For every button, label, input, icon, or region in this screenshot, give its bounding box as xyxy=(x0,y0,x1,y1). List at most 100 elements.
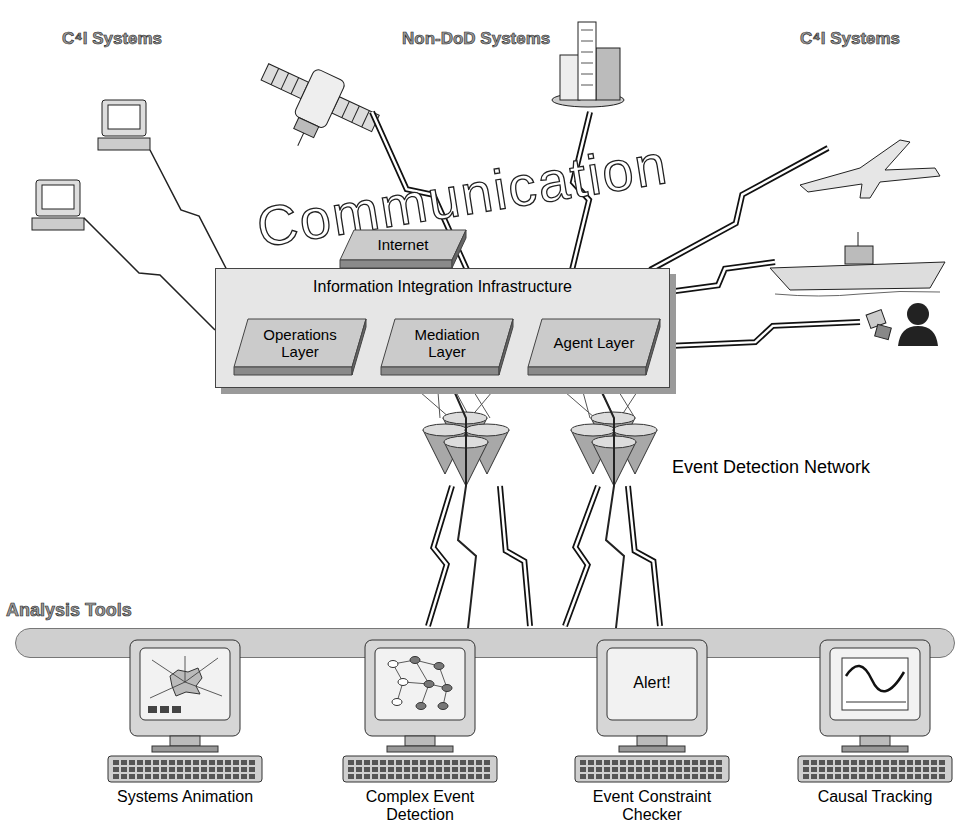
signal-bolt xyxy=(668,322,860,346)
key xyxy=(193,767,199,772)
key xyxy=(436,767,442,772)
key xyxy=(883,774,889,779)
graph-node xyxy=(434,663,444,670)
key xyxy=(851,767,857,772)
key xyxy=(185,767,191,772)
key xyxy=(476,760,482,765)
monitor-screen xyxy=(830,648,920,720)
group-label: C⁴I Systems xyxy=(62,30,162,49)
box-title: Information Integration Infrastructure xyxy=(216,278,669,296)
pc-monitor xyxy=(36,180,80,216)
plate-front xyxy=(234,367,352,375)
plate-top xyxy=(381,319,513,367)
key xyxy=(201,774,207,779)
key xyxy=(137,767,143,772)
key xyxy=(113,767,119,772)
key xyxy=(628,760,634,765)
analysis-workstation: Systems Animation xyxy=(100,636,270,826)
person-head xyxy=(907,303,929,325)
graph-node xyxy=(410,657,420,664)
key xyxy=(636,760,642,765)
key xyxy=(169,774,175,779)
key xyxy=(899,774,905,779)
key xyxy=(452,760,458,765)
tool-label: Causal Tracking xyxy=(790,788,960,806)
key xyxy=(827,760,833,765)
status-square xyxy=(160,706,169,713)
key xyxy=(364,774,370,779)
key xyxy=(249,767,255,772)
key xyxy=(137,760,143,765)
monitor-case xyxy=(597,640,707,736)
key xyxy=(484,760,490,765)
plate-top xyxy=(528,319,660,367)
key xyxy=(468,767,474,772)
key xyxy=(153,767,159,772)
key xyxy=(185,774,191,779)
monitor-stand xyxy=(405,736,435,746)
analysis-workstation: Causal Tracking xyxy=(790,636,960,826)
key xyxy=(241,760,247,765)
layer-plate: Mediation Layer xyxy=(381,319,513,375)
key xyxy=(217,767,223,772)
key xyxy=(859,774,865,779)
key xyxy=(604,774,610,779)
key xyxy=(225,760,231,765)
key xyxy=(145,760,151,765)
signal-bolt-core xyxy=(668,322,860,346)
key xyxy=(859,760,865,765)
key xyxy=(580,767,586,772)
fan-line xyxy=(583,392,590,418)
ship-hull xyxy=(770,262,945,290)
plate-front xyxy=(340,260,452,268)
graph-node xyxy=(416,703,426,710)
key xyxy=(452,767,458,772)
workstation-drawing xyxy=(790,636,960,786)
key xyxy=(249,760,255,765)
key xyxy=(201,760,207,765)
key xyxy=(708,760,714,765)
animation-ray xyxy=(185,658,218,682)
cone-rim xyxy=(423,424,467,436)
key xyxy=(923,774,929,779)
tool-label: Systems Animation xyxy=(100,788,270,806)
keyboard xyxy=(575,756,729,782)
signal-bolt xyxy=(150,150,230,276)
key xyxy=(652,774,658,779)
key xyxy=(604,767,610,772)
signal-bolt xyxy=(650,148,828,270)
key xyxy=(380,760,386,765)
key xyxy=(388,760,394,765)
chart-frame xyxy=(842,658,908,710)
key xyxy=(660,774,666,779)
satellite-base xyxy=(294,118,319,138)
key xyxy=(811,767,817,772)
key xyxy=(684,760,690,765)
monitor-stand xyxy=(860,736,890,746)
antenna xyxy=(298,133,304,146)
layer-plate: Internet xyxy=(340,230,466,268)
monitor-screen xyxy=(375,648,465,720)
event-connector xyxy=(594,375,624,628)
key xyxy=(596,774,602,779)
tool-label: Complex Event Detection xyxy=(335,788,505,824)
key xyxy=(225,774,231,779)
key xyxy=(161,774,167,779)
key xyxy=(468,760,474,765)
key xyxy=(225,767,231,772)
cone-rim xyxy=(613,424,657,436)
key xyxy=(420,767,426,772)
panel-grid xyxy=(281,73,289,89)
key xyxy=(835,774,841,779)
signal-bolt xyxy=(84,218,215,330)
key xyxy=(364,767,370,772)
key xyxy=(444,774,450,779)
key xyxy=(137,774,143,779)
key xyxy=(121,767,127,772)
key xyxy=(827,774,833,779)
key xyxy=(803,760,809,765)
key xyxy=(460,774,466,779)
cone-rim xyxy=(571,424,615,436)
band-heading: Analysis Tools xyxy=(6,600,132,621)
animation-ray xyxy=(152,660,185,682)
